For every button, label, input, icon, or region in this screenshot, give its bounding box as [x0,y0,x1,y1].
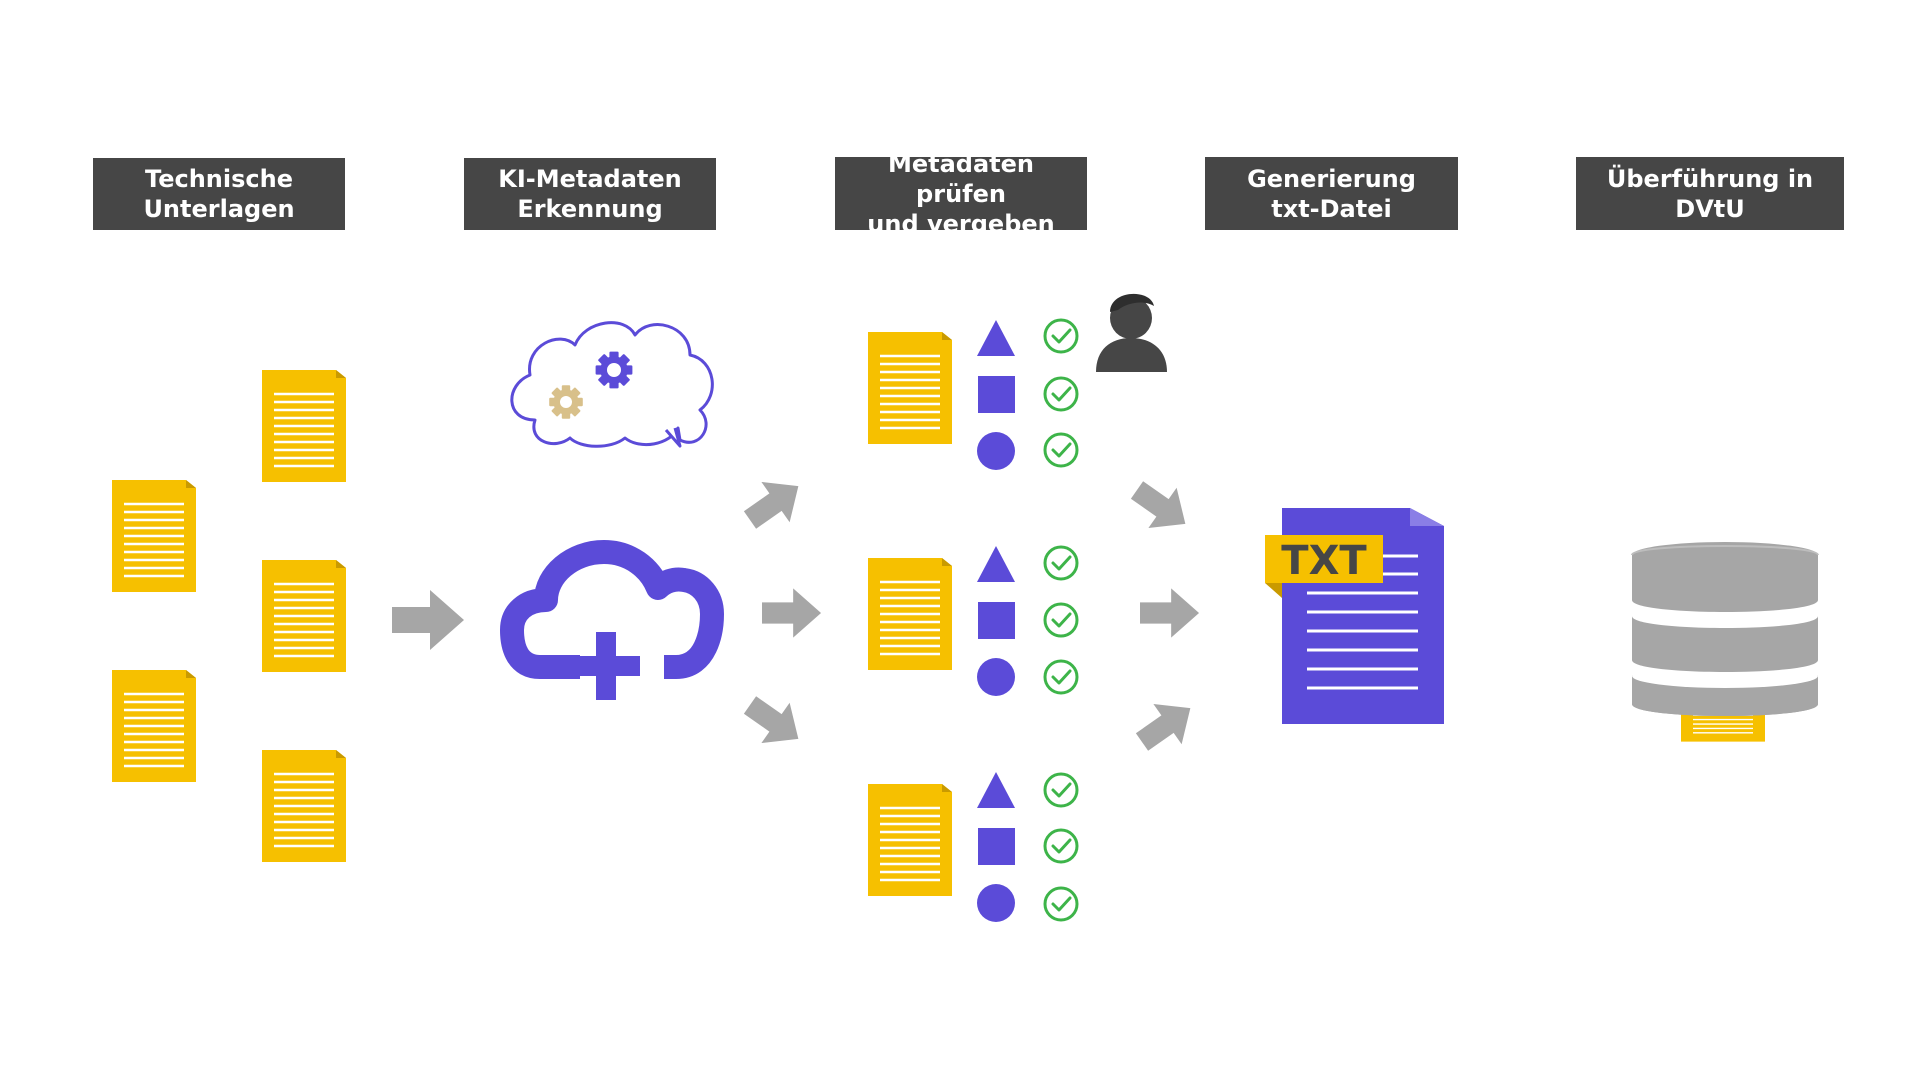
document-icon [110,668,198,784]
user-icon [1096,293,1167,372]
step-header-1-line2: Unterlagen [143,195,295,223]
arrow-icon [1140,588,1200,638]
step-header-2: KI-Metadaten Erkennung [464,158,716,230]
check-circle-icon [1043,545,1079,581]
document-icon [866,782,954,898]
arrow-icon [1127,687,1205,763]
gears-thought-icon [510,321,714,448]
step-header-3-line1: Metadaten prüfen [887,149,1035,208]
document-icon [260,558,348,674]
step-header-2-line2: Erkennung [517,195,663,223]
document-icon [260,748,348,864]
check-circle-icon [1043,432,1079,468]
document-icon [260,368,348,484]
arrow-icon [762,588,822,638]
shapes-icon [977,772,1015,922]
arrow-icon [735,465,813,541]
check-circle-icon [1043,602,1079,638]
arrow-icon [392,590,464,650]
step-header-4-line2: txt-Datei [1271,194,1392,223]
document-icon [866,330,954,446]
step-header-5-line1: Überführung in [1606,164,1814,193]
check-circle-icon [1043,659,1079,695]
check-circle-icon [1043,828,1079,864]
check-circle-icon [1043,772,1079,808]
document-icon [110,478,198,594]
txt-badge: TXT [1281,538,1367,584]
step-header-5: Überführung in DVtU [1576,157,1844,230]
step-header-1-line1: Technische [145,165,293,193]
arrow-icon [1122,469,1200,545]
check-circle-icon [1043,318,1079,354]
step-header-2-line1: KI-Metadaten [498,165,682,193]
step-header-1: Technische Unterlagen [93,158,345,230]
check-circle-icon [1043,376,1079,412]
cloud-plus-icon [500,540,724,700]
txt-file-icon: TXT [1265,508,1444,724]
shapes-icon [977,320,1015,470]
step-header-5-line2: DVtU [1675,194,1745,223]
document-icon [866,556,954,672]
step-header-4-line1: Generierung [1247,164,1416,193]
step-header-3: Metadaten prüfen und vergeben [835,150,1087,238]
shapes-icon [977,546,1015,696]
step-header-3-line2: und vergeben [867,209,1055,238]
check-circle-icon [1043,886,1079,922]
database-icon [1631,542,1819,743]
step-header-4: Generierung txt-Datei [1205,157,1458,230]
arrow-icon [735,684,813,760]
